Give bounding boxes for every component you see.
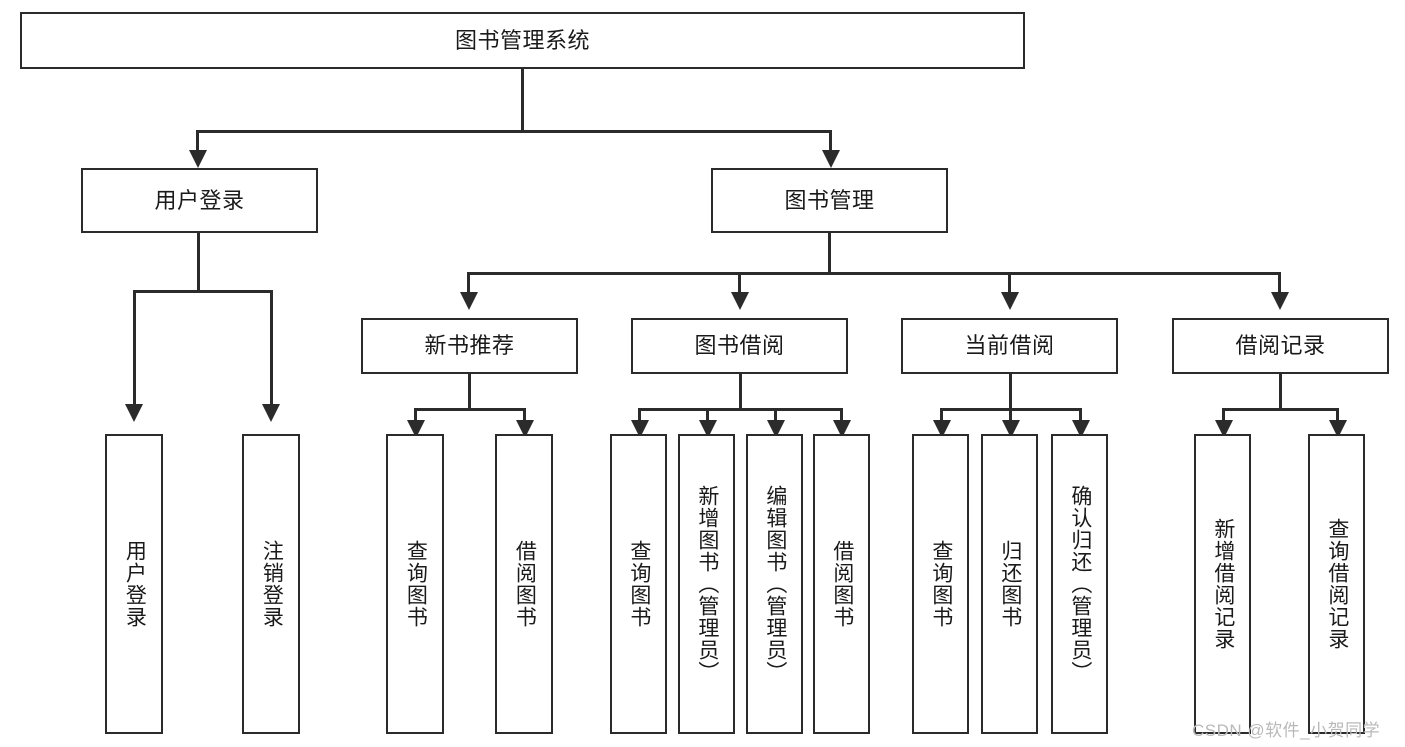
edge-root-stem [521, 68, 524, 132]
node-leaf-return-book[interactable]: 归还图书 [981, 434, 1038, 734]
node-borrow-record[interactable]: 借阅记录 [1172, 318, 1389, 374]
node-leaf-add-record-label: 新增借阅记录 [1211, 518, 1235, 650]
arrow-to-leaf-query-record [1329, 420, 1347, 438]
arrow-to-leaf-borrow-book-2 [833, 420, 851, 438]
node-leaf-user-logout-label: 注销登录 [260, 540, 284, 628]
node-leaf-borrow-book-2-label: 借阅图书 [830, 540, 854, 628]
edge-bb-drop-2 [706, 408, 709, 426]
node-leaf-query-book-3[interactable]: 查询图书 [912, 434, 969, 734]
node-leaf-borrow-book-1[interactable]: 借阅图书 [495, 434, 553, 734]
node-user-login-label: 用户登录 [154, 187, 245, 213]
edge-root-to-book-manage [829, 130, 832, 154]
node-book-borrow-label: 图书借阅 [694, 333, 785, 359]
arrow-to-book-manage [822, 150, 840, 168]
node-leaf-query-book-3-label: 查询图书 [929, 540, 953, 628]
node-leaf-query-record-label: 查询借阅记录 [1325, 518, 1349, 650]
edge-user-login-bus [133, 290, 273, 293]
arrow-to-leaf-return-book [1002, 420, 1020, 438]
node-leaf-edit-book-label: 编辑图书（管理员） [763, 485, 787, 683]
edge-bm-drop-1 [467, 272, 470, 296]
arrow-to-leaf-add-book [699, 420, 717, 438]
arrow-to-leaf-edit-book [767, 420, 785, 438]
node-leaf-user-logout[interactable]: 注销登录 [242, 434, 300, 734]
node-book-borrow[interactable]: 图书借阅 [631, 318, 848, 374]
edge-bb-drop-3 [774, 408, 777, 426]
edge-user-login-stem [197, 232, 200, 292]
edge-cb-drop-3 [1079, 408, 1082, 426]
edge-bb-drop-1 [638, 408, 641, 426]
edge-nbr-drop-1 [414, 408, 417, 426]
arrow-to-leaf-query-book-3 [933, 420, 951, 438]
arrow-to-new-book-rec [460, 292, 478, 310]
node-user-login[interactable]: 用户登录 [81, 168, 318, 233]
arrow-to-leaf-confirm-return [1072, 420, 1090, 438]
arrow-to-leaf-add-record [1215, 420, 1233, 438]
edge-cb-drop-1 [940, 408, 943, 426]
edge-nbr-bus [414, 408, 526, 411]
edge-user-login-drop-1 [133, 290, 136, 406]
arrow-to-leaf-query-book-2 [631, 420, 649, 438]
arrow-to-book-borrow [731, 292, 749, 310]
node-current-borrow[interactable]: 当前借阅 [901, 318, 1118, 374]
node-borrow-record-label: 借阅记录 [1235, 333, 1326, 359]
edge-br-stem [1279, 373, 1282, 410]
node-leaf-edit-book[interactable]: 编辑图书（管理员） [746, 434, 803, 734]
node-leaf-query-book-1[interactable]: 查询图书 [386, 434, 444, 734]
node-current-borrow-label: 当前借阅 [964, 333, 1055, 359]
edge-bm-drop-3 [1008, 272, 1011, 296]
node-leaf-confirm-return[interactable]: 确认归还（管理员） [1051, 434, 1108, 734]
node-leaf-query-book-2-label: 查询图书 [627, 540, 651, 628]
edge-cb-drop-2 [1009, 408, 1012, 426]
node-leaf-borrow-book-2[interactable]: 借阅图书 [813, 434, 870, 734]
edge-nbr-drop-2 [523, 408, 526, 426]
arrow-to-leaf-user-logout [262, 404, 280, 422]
watermark: CSDN @软件_小贺同学 [1192, 721, 1381, 740]
node-leaf-query-book-2[interactable]: 查询图书 [610, 434, 667, 734]
edge-root-bus [196, 130, 832, 133]
edge-book-manage-bus [467, 272, 1281, 275]
node-leaf-add-book[interactable]: 新增图书（管理员） [678, 434, 735, 734]
edge-root-to-user-login [196, 130, 199, 154]
edge-nbr-stem [468, 373, 471, 410]
node-leaf-query-book-1-label: 查询图书 [404, 540, 428, 628]
node-leaf-borrow-book-1-label: 借阅图书 [513, 540, 537, 628]
node-book-manage[interactable]: 图书管理 [711, 168, 948, 233]
node-new-book-rec[interactable]: 新书推荐 [361, 318, 578, 374]
edge-br-bus [1222, 408, 1339, 411]
node-book-manage-label: 图书管理 [784, 187, 875, 213]
edge-br-drop-2 [1336, 408, 1339, 426]
edge-br-drop-1 [1222, 408, 1225, 426]
edge-user-login-drop-2 [270, 290, 273, 406]
node-new-book-rec-label: 新书推荐 [424, 333, 515, 359]
edge-bb-bus [638, 408, 843, 411]
edge-bb-drop-4 [840, 408, 843, 426]
arrow-to-leaf-user-login [125, 404, 143, 422]
edge-bm-drop-4 [1278, 272, 1281, 296]
node-leaf-query-record[interactable]: 查询借阅记录 [1308, 434, 1365, 734]
node-leaf-user-login-label: 用户登录 [123, 540, 147, 628]
node-leaf-add-book-label: 新增图书（管理员） [695, 485, 719, 683]
edge-cb-stem [1009, 373, 1012, 410]
node-leaf-user-login[interactable]: 用户登录 [105, 434, 163, 734]
arrow-to-leaf-query-book-1 [407, 420, 425, 438]
node-leaf-return-book-label: 归还图书 [998, 540, 1022, 628]
edge-bb-stem [739, 373, 742, 410]
arrow-to-leaf-borrow-book-1 [516, 420, 534, 438]
arrow-to-borrow-record [1271, 292, 1289, 310]
node-leaf-add-record[interactable]: 新增借阅记录 [1194, 434, 1251, 734]
node-root[interactable]: 图书管理系统 [20, 12, 1025, 69]
arrow-to-user-login [189, 150, 207, 168]
edge-bm-drop-2 [738, 272, 741, 296]
arrow-to-current-borrow [1001, 292, 1019, 310]
node-root-label: 图书管理系统 [454, 27, 590, 53]
node-leaf-confirm-return-label: 确认归还（管理员） [1068, 485, 1092, 683]
edge-book-manage-stem [828, 232, 831, 274]
